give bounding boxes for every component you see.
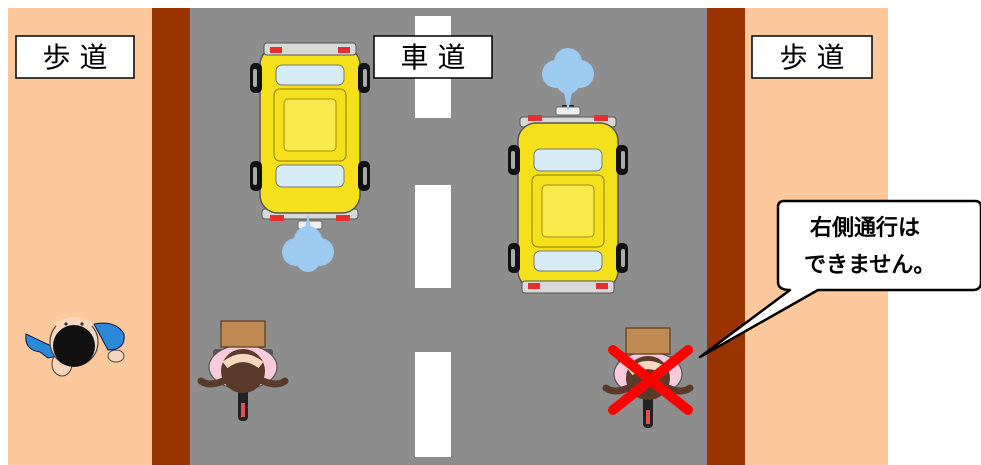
right-sidewalk-label: 歩 道 [751,35,873,79]
left-sidewalk [8,8,154,465]
left-sidewalk-label: 歩 道 [15,35,135,79]
exhaust-cloud-icon [282,214,334,272]
right-curb [707,8,745,465]
right-sidewalk-text: 歩 道 [780,41,845,74]
left-curb [152,8,190,465]
speech-bubble-line-2: できません。 [804,253,935,278]
left-sidewalk-text: 歩 道 [43,41,108,74]
cross-mark-icon [608,345,693,415]
roadway-label: 車 道 [373,35,493,79]
pedestrian-icon [25,317,125,377]
taxi-icon [507,104,629,294]
exhaust-cloud-icon [542,48,594,112]
lane-marking [415,352,451,457]
speech-bubble-line-1: 右側通行は [810,215,920,241]
taxi-icon [249,42,371,232]
lane-marking [415,185,451,288]
roadway-text: 車 道 [401,41,466,74]
